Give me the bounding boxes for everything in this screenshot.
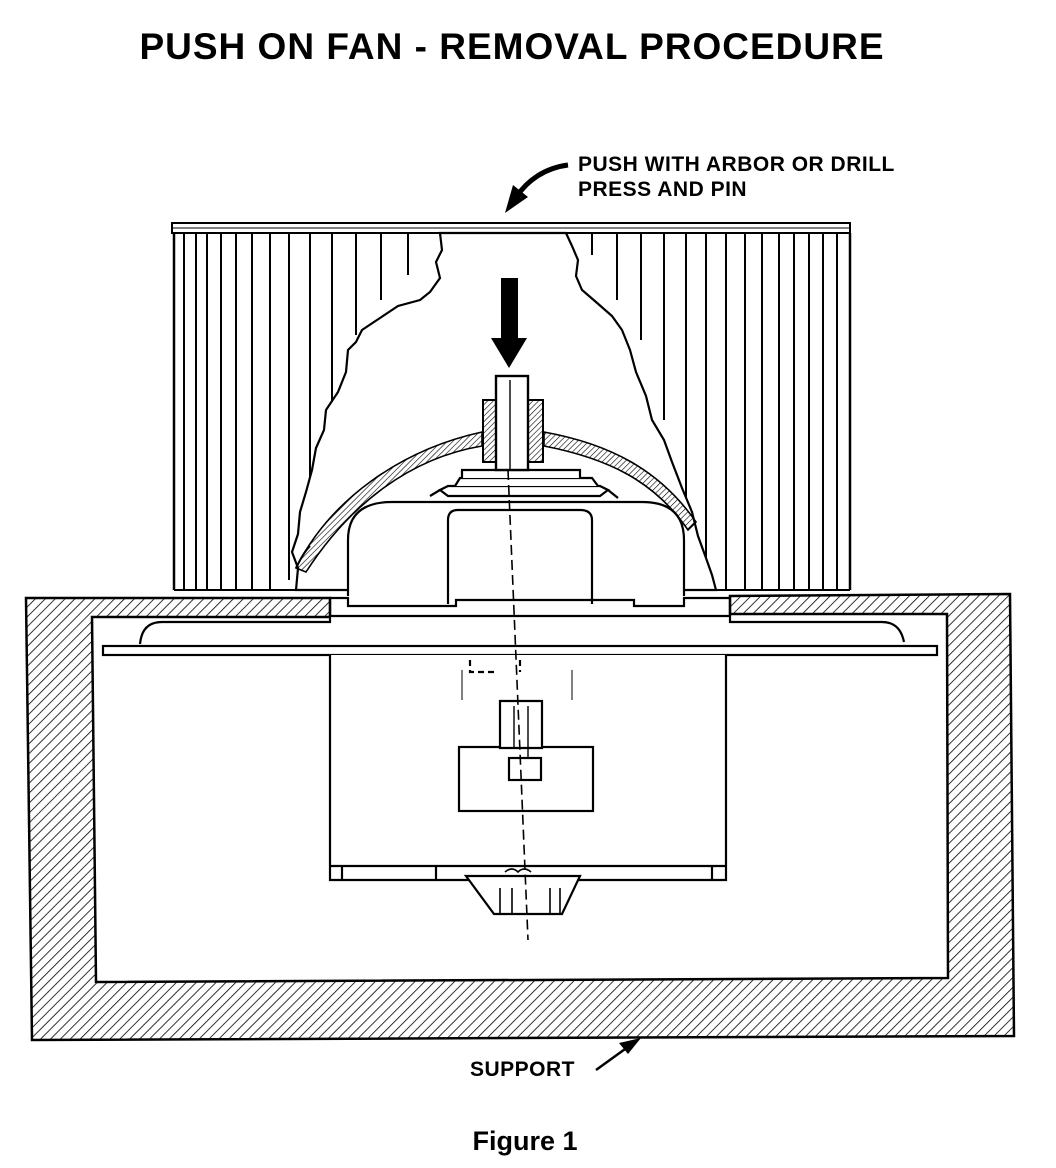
terminal-tab [498, 699, 544, 750]
motor-shaft [494, 374, 530, 941]
motor-cap-layer-2 [454, 476, 599, 487]
push-instruction-line-2: PRESS AND PIN [578, 178, 748, 201]
motor-cap-layer-1 [437, 484, 611, 498]
blower-motor [101, 468, 939, 916]
callout-arrow-icon [505, 162, 569, 213]
page-title: PUSH ON FAN - REMOVAL PROCEDURE [139, 26, 885, 67]
push-instruction-label: PUSH WITH ARBOR OR DRILL PRESS AND PIN [578, 152, 998, 202]
support-arrow-icon [595, 1038, 641, 1072]
wheel-blades-right [591, 233, 838, 590]
wheel-blades-left [183, 233, 409, 590]
hub-dome [294, 431, 698, 573]
push-down-arrow-icon [491, 278, 527, 368]
support-label: SUPPORT [470, 1058, 576, 1081]
bottom-bearing-boss [463, 874, 582, 916]
terminal-slot [507, 756, 543, 782]
motor-upper-housing [346, 500, 686, 596]
figure-caption: Figure 1 [472, 1126, 578, 1156]
mounting-plate [138, 614, 906, 645]
motor-cap-layer-3 [460, 468, 582, 478]
push-instruction-line-1: PUSH WITH ARBOR OR DRILL [578, 153, 895, 176]
mounting-plate-lip [101, 644, 939, 657]
